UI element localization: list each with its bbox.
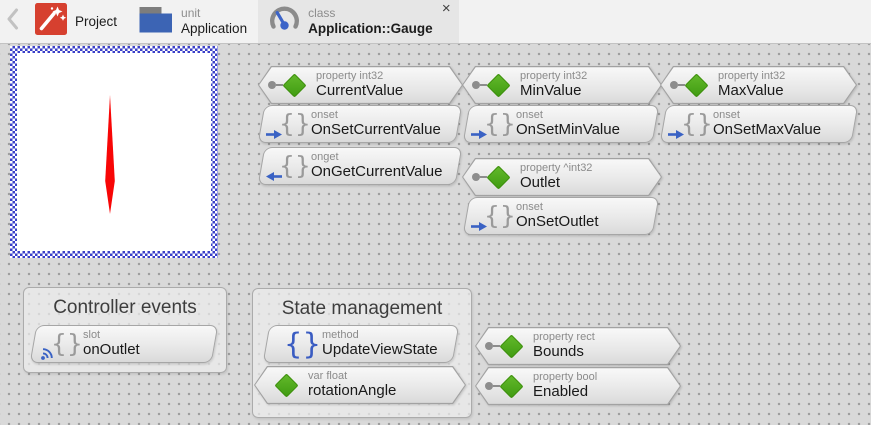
arrow-right-icon xyxy=(471,222,487,231)
tab-project-label: Project xyxy=(75,14,118,29)
arrow-right-icon xyxy=(266,130,282,139)
tab-class-gauge[interactable]: class Application::Gauge × xyxy=(258,0,459,43)
close-icon[interactable]: × xyxy=(441,0,451,17)
node-kind-label: onget xyxy=(311,151,339,164)
node-kind-label: property bool xyxy=(533,371,598,384)
green-diamond-icon xyxy=(499,373,524,399)
node-name-label: OnSetOutlet xyxy=(516,212,599,230)
node-name-label: OnGetCurrentValue xyxy=(311,162,443,180)
tab-class-kind-label: class xyxy=(308,5,336,20)
green-diamond-icon xyxy=(499,333,524,359)
tab-project[interactable]: Project xyxy=(24,0,128,43)
chevron-left-icon xyxy=(6,8,19,35)
gauge-preview-selected[interactable] xyxy=(10,46,218,258)
node-name-label: CurrentValue xyxy=(316,81,404,99)
node-kind-label: property int32 xyxy=(316,70,384,83)
gauge-icon xyxy=(269,4,300,40)
wifi-signal-icon xyxy=(41,348,53,360)
node-kind-label: property rect xyxy=(533,331,595,344)
green-diamond-icon xyxy=(282,72,307,98)
port-dot-icon[interactable] xyxy=(472,173,480,181)
port-dot-icon[interactable] xyxy=(485,342,493,350)
node-kind-label: onset xyxy=(516,109,543,122)
gauge-preview-surface xyxy=(17,53,211,251)
node-kind-label: property int32 xyxy=(520,70,588,83)
node-name-label: OnSetMinValue xyxy=(516,120,620,138)
folder-icon xyxy=(139,4,173,39)
curly-braces-icon: {} xyxy=(471,200,516,232)
node-name-label: rotationAngle xyxy=(308,381,397,399)
arrow-right-icon xyxy=(668,130,684,139)
node-kind-label: property ^int32 xyxy=(520,162,593,175)
node-name-label: OnSetCurrentValue xyxy=(311,120,441,138)
curly-braces-icon: {} xyxy=(471,108,516,140)
node-kind-label: var float xyxy=(308,370,348,383)
tab-unit-label: Application xyxy=(181,20,248,36)
green-diamond-icon xyxy=(274,372,299,398)
arrow-left-icon xyxy=(266,172,282,181)
curly-braces-icon: {} xyxy=(668,108,713,140)
node-name-label: Outlet xyxy=(520,173,561,191)
group-title: Controller events xyxy=(53,297,197,318)
node-name-label: Bounds xyxy=(533,342,584,360)
green-diamond-icon xyxy=(486,164,511,190)
gauge-needle xyxy=(105,95,115,214)
tab-bar: Project unit Application class Applicati… xyxy=(0,0,871,44)
node-name-label: MaxValue xyxy=(718,81,784,99)
node-name-label: UpdateViewState xyxy=(322,340,438,358)
node-kind-label: method xyxy=(322,329,359,342)
port-dot-icon[interactable] xyxy=(472,81,480,89)
node-name-label: Enabled xyxy=(533,382,589,400)
back-button[interactable] xyxy=(0,0,24,43)
tab-unit-application[interactable]: unit Application xyxy=(128,0,258,43)
node-kind-label: onset xyxy=(713,109,740,122)
green-diamond-icon xyxy=(486,72,511,98)
tab-class-label: Application::Gauge xyxy=(308,20,433,36)
node-name-label: onOutlet xyxy=(83,340,140,358)
node-name-label: MinValue xyxy=(520,81,582,99)
node-name-label: OnSetMaxValue xyxy=(713,120,822,138)
curly-braces-icon: {} xyxy=(266,108,311,140)
curly-braces-icon: {} xyxy=(266,150,311,182)
node-kind-label: onset xyxy=(311,109,338,122)
port-dot-icon[interactable] xyxy=(268,81,276,89)
magic-wand-icon xyxy=(35,3,67,40)
port-dot-icon[interactable] xyxy=(670,81,678,89)
group-title: State management xyxy=(281,298,443,319)
node-kind-label: onset xyxy=(516,201,543,214)
node-kind-label: slot xyxy=(83,329,101,342)
green-diamond-icon xyxy=(684,72,709,98)
curly-braces-icon: {} xyxy=(284,327,321,361)
arrow-right-icon xyxy=(471,130,487,139)
tab-unit-kind-label: unit xyxy=(181,5,201,20)
port-dot-icon[interactable] xyxy=(485,382,493,390)
curly-braces-icon: {} xyxy=(41,328,83,360)
node-kind-label: property int32 xyxy=(718,70,786,83)
